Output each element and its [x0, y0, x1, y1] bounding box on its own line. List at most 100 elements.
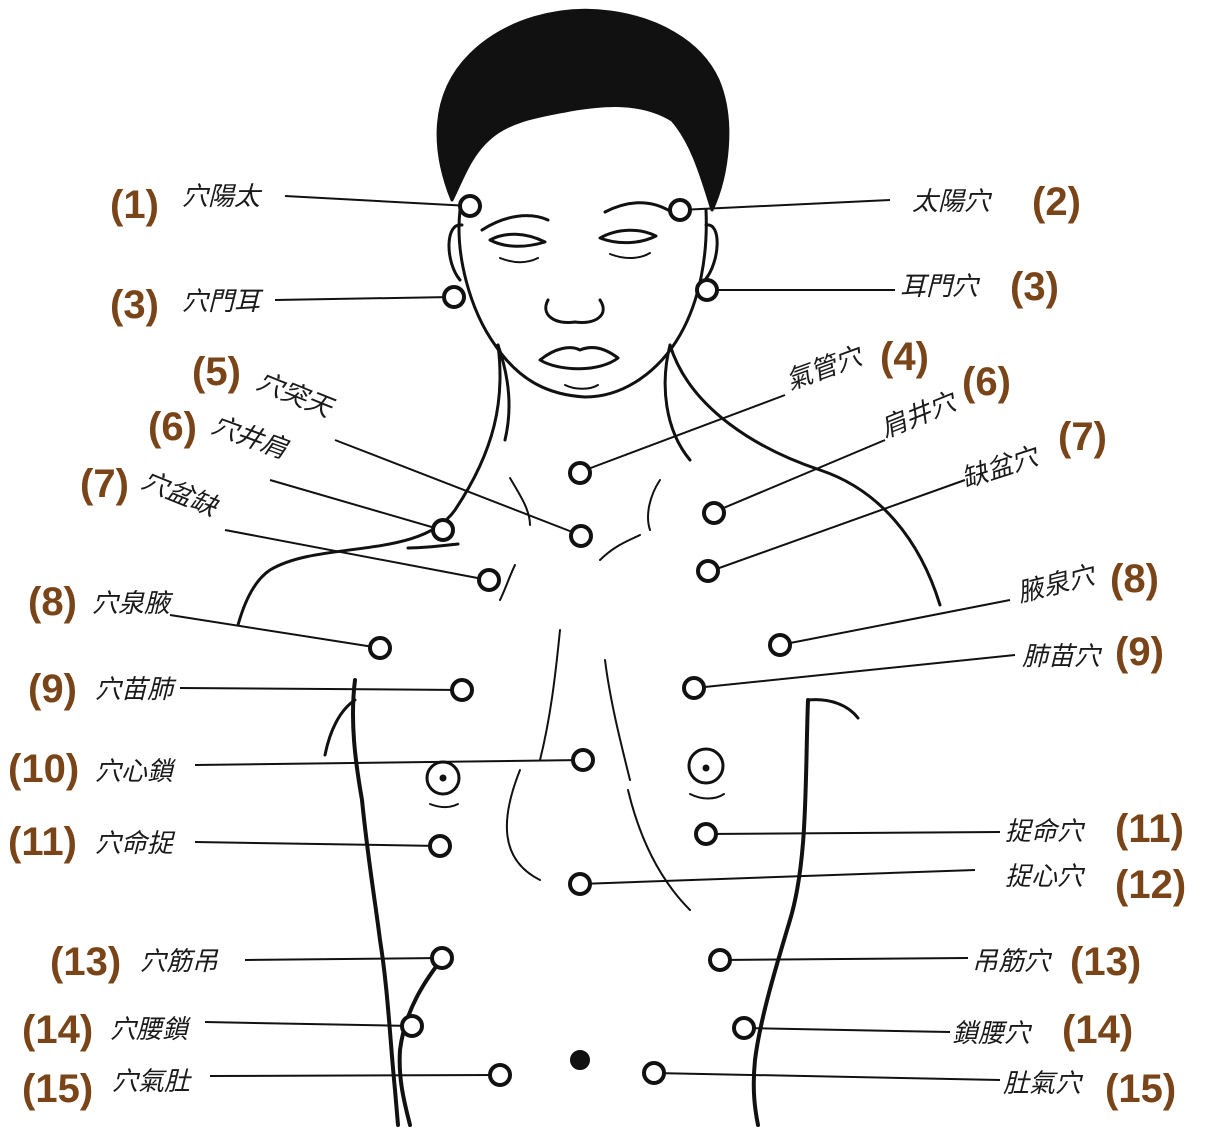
point-marker-7-right	[698, 561, 718, 581]
point-number: (12)	[1115, 863, 1186, 907]
point-number: (14)	[22, 1008, 93, 1052]
point-name: 穴氣肚	[112, 1067, 192, 1097]
point-marker-5	[571, 526, 591, 546]
sternum-left	[600, 535, 640, 560]
left-upper-arm	[325, 700, 355, 755]
point-marker-8-left	[370, 638, 390, 658]
hair	[438, 10, 728, 210]
point-marker-14-right	[734, 1018, 754, 1038]
point-marker-15-right	[644, 1063, 664, 1083]
chest-lower-right	[628, 790, 690, 910]
point-marker-8-right	[770, 635, 790, 655]
eye-right	[600, 230, 656, 242]
point-number: (2)	[1032, 180, 1081, 224]
point-number: (10)	[8, 747, 79, 791]
point-name: 捉心穴	[1005, 862, 1086, 892]
eyebrow-left	[482, 216, 548, 230]
point-marker-3-right	[697, 280, 717, 300]
right-torso	[754, 700, 808, 1125]
mouth	[540, 348, 618, 369]
nose	[546, 300, 603, 323]
point-name: 耳門穴	[900, 272, 981, 302]
point-number: (1)	[110, 183, 159, 227]
point-number: (3)	[1010, 265, 1059, 309]
right-underarm	[808, 700, 858, 718]
point-number: (5)	[192, 350, 241, 394]
point-marker-3-left	[444, 287, 464, 307]
point-number: (6)	[962, 360, 1011, 404]
point-marker-14-left	[402, 1016, 422, 1036]
point-marker-13-right	[710, 950, 730, 970]
point-name: 太陽穴	[912, 187, 993, 217]
point-name: 肺苗穴	[1022, 642, 1103, 672]
collar-mark	[408, 544, 458, 548]
left-arm-contour	[353, 680, 398, 1125]
point-number: (6)	[148, 405, 197, 449]
point-number: (9)	[1115, 630, 1164, 674]
point-marker-15-left	[490, 1065, 510, 1085]
point-name: 穴門耳	[182, 287, 264, 317]
point-name: 捉命穴	[1005, 817, 1086, 847]
eye-left	[490, 234, 545, 246]
point-number: (11)	[8, 820, 77, 864]
point-name: 穴盆缺	[137, 466, 222, 524]
eyebrow-right	[605, 203, 668, 212]
leader-lines	[170, 196, 1015, 1080]
point-marker-11-right	[696, 824, 716, 844]
point-name: 穴陽太	[182, 182, 263, 212]
point-number: (4)	[880, 335, 929, 379]
eye-crease-left	[500, 258, 538, 262]
left-torso	[400, 955, 445, 1125]
point-name: 穴突天	[252, 367, 338, 425]
eye-crease-right	[610, 253, 650, 258]
point-number: (8)	[1110, 557, 1159, 601]
point-name: 穴命捉	[95, 829, 176, 859]
point-marker-15-center	[572, 1052, 588, 1068]
point-marker-1	[460, 196, 480, 216]
chest-line-right	[605, 660, 630, 780]
nipple-left-center	[440, 775, 446, 781]
point-number: (7)	[1058, 415, 1107, 459]
point-name: 腋泉穴	[1014, 560, 1100, 609]
point-marker-9-left	[452, 680, 472, 700]
chin-line	[565, 385, 598, 389]
point-marker-6-left	[433, 520, 453, 540]
clavicle-right	[648, 480, 660, 530]
point-marker-4	[570, 463, 590, 483]
point-number: (14)	[1062, 1008, 1133, 1052]
point-name: 肩井穴	[876, 386, 962, 444]
figure-drawing	[238, 10, 940, 1125]
point-name: 穴筋吊	[140, 947, 219, 977]
nipple-right-center	[703, 765, 709, 771]
point-number: (11)	[1115, 807, 1184, 851]
sternum-center	[500, 565, 515, 600]
point-number: (3)	[110, 283, 159, 327]
point-number: (13)	[50, 940, 121, 984]
point-marker-10	[573, 750, 593, 770]
point-name: 穴井肩	[208, 410, 293, 466]
nipple-right-underline	[690, 794, 724, 799]
point-number: (9)	[28, 667, 77, 711]
point-name: 肚氣穴	[1003, 1069, 1084, 1099]
point-number: (13)	[1070, 940, 1141, 984]
point-name: 鎖腰穴	[952, 1019, 1033, 1049]
point-marker-6-right	[704, 503, 724, 523]
point-name: 穴腰鎖	[110, 1015, 191, 1045]
point-name: 穴心鎖	[95, 757, 176, 787]
point-marker-13-left	[432, 948, 452, 968]
clavicle-left	[510, 478, 530, 525]
point-name: 穴泉腋	[92, 589, 174, 619]
point-marker-9-right	[684, 678, 704, 698]
nipple-left-underline	[430, 804, 458, 807]
point-name: 氣管穴	[782, 341, 868, 397]
point-marker-11-left	[430, 836, 450, 856]
point-marker-2	[670, 200, 690, 220]
point-marker-12	[570, 874, 590, 894]
point-name: 穴苗肺	[95, 675, 177, 705]
chest-line-left	[540, 630, 560, 760]
point-marker-7-left	[479, 570, 499, 590]
point-number: (8)	[28, 580, 77, 624]
chest-lower-left	[507, 770, 540, 880]
point-number: (7)	[80, 462, 129, 506]
